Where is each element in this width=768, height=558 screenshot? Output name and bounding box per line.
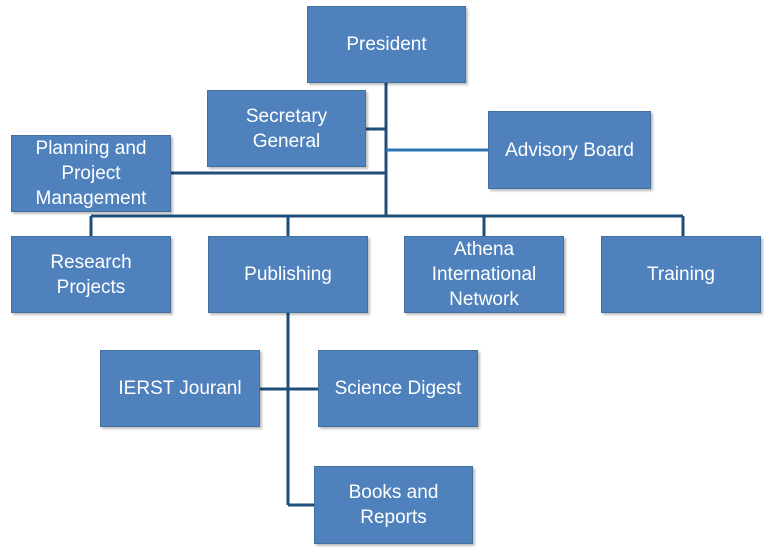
node-research-projects: Research Projects xyxy=(11,236,171,313)
node-secretary-general: Secretary General xyxy=(207,90,366,167)
node-president: President xyxy=(307,6,466,83)
node-ierst-journal: IERST Jouranl xyxy=(100,350,260,427)
node-training: Training xyxy=(601,236,761,313)
node-books-and-reports: Books and Reports xyxy=(314,466,473,544)
node-science-digest: Science Digest xyxy=(318,350,478,427)
node-advisory-board: Advisory Board xyxy=(488,111,651,189)
node-athena-international-network: Athena International Network xyxy=(404,236,564,313)
node-planning-project-management: Planning and Project Management xyxy=(11,135,171,212)
node-publishing: Publishing xyxy=(208,236,368,313)
